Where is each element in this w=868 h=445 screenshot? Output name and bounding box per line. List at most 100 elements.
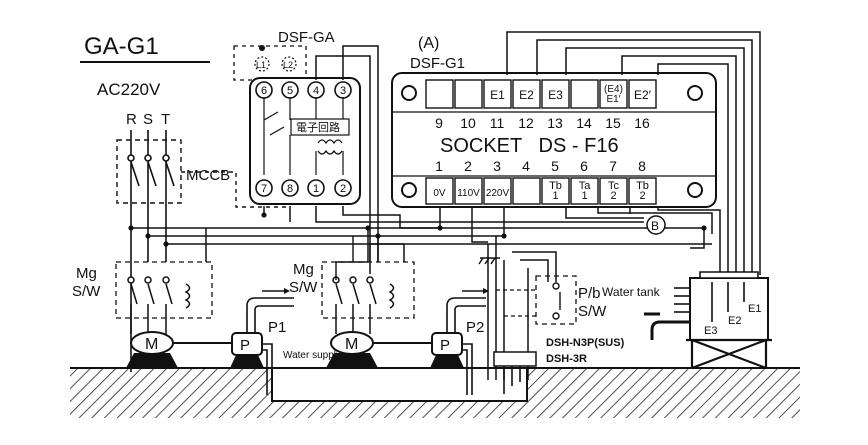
suction-pipe-2	[462, 343, 473, 395]
pb-contact	[552, 282, 561, 320]
controller-label: DSF-G1	[410, 55, 465, 72]
controller-bottom-number: 2	[464, 158, 472, 174]
supply-voltage: AC220V	[97, 80, 161, 99]
controller-top-terminal	[599, 79, 628, 109]
relay-terminal-label: 5	[287, 85, 293, 97]
electrode-e1: E1	[748, 303, 761, 315]
relay-label: DSF-GA	[278, 29, 335, 46]
socket-text: SOCKET DS - F16	[440, 135, 619, 157]
controller-top-terminal	[512, 79, 541, 109]
well-pit	[272, 369, 527, 401]
relay-terminal-7	[255, 179, 273, 197]
controller-bottom-terminal	[541, 177, 570, 205]
relay-circuit-text: 電子回路	[296, 121, 340, 134]
motor-1-letter: M	[145, 336, 158, 353]
mccb-link	[181, 171, 290, 208]
pump-2-arrowhead	[483, 288, 489, 294]
controller-top-terminal	[483, 79, 512, 109]
controller-top-terminal-label: (E4)E1′	[604, 84, 623, 105]
controller-top-number: 12	[518, 115, 534, 131]
controller-bottom-number: 8	[638, 158, 646, 174]
relay-terminal-label: 7	[261, 183, 267, 195]
relay-terminal-label: 2	[340, 183, 346, 195]
pump-2-letter: P	[440, 337, 450, 354]
junction-b-label: B	[651, 219, 659, 233]
controller-top-terminal-label: E2	[519, 88, 534, 102]
controller-bottom-number: 4	[522, 158, 530, 174]
controller-top-number: 16	[634, 115, 650, 131]
relay-lamp-2-label: L2	[283, 60, 293, 70]
mg1-contacts	[127, 276, 191, 334]
phase-t: T	[161, 111, 170, 128]
relay-terminal-label: 1	[313, 183, 319, 195]
controller-bottom-terminal	[454, 177, 483, 205]
control-wiring	[131, 31, 761, 380]
controller-bottom-terminal-label: 220V	[486, 188, 510, 199]
suction-pipe-1	[262, 343, 273, 395]
electrode-holder	[493, 351, 537, 367]
pump-2-pipe	[446, 297, 486, 333]
controller-bottom-number: 7	[609, 158, 617, 174]
water-tank-label: Water tank	[602, 285, 661, 299]
relay-terminal-2	[334, 179, 352, 197]
tank-ridges	[674, 287, 690, 313]
relay-terminal-1	[307, 179, 325, 197]
relay-terminal-label: 3	[340, 85, 346, 97]
motor-1-base	[126, 353, 178, 368]
relay-body	[249, 77, 361, 205]
mccb-label: MCCB	[186, 167, 230, 184]
controller-top-number: 11	[490, 115, 505, 131]
tank-stand	[686, 338, 772, 370]
title: GA-G1	[84, 33, 159, 60]
controller-top-number: 9	[435, 115, 443, 131]
electrode-e3: E3	[704, 325, 717, 337]
earth-symbol	[478, 257, 500, 265]
controller-top-number: 15	[605, 115, 621, 131]
relay-junction	[259, 45, 265, 51]
relay-circuit-box	[290, 118, 350, 136]
relay-lamp-1-label: L1	[256, 60, 266, 70]
controller-bottom-number: 3	[493, 158, 501, 174]
water-supply-label: Water supply	[283, 350, 341, 361]
controller-top-terminal	[570, 79, 599, 109]
bus-junctions	[128, 212, 707, 247]
pump-2-label: P2	[466, 319, 484, 336]
controller-top-number: 10	[460, 115, 476, 131]
controller-top-terminal-label: E1	[490, 88, 505, 102]
motor-2-letter: M	[345, 336, 358, 353]
controller-top-terminal	[541, 79, 570, 109]
pump-1-pipe	[246, 297, 294, 333]
tank-lid	[699, 271, 759, 279]
relay-internal-wiring	[263, 97, 344, 175]
tank-faucet	[644, 312, 690, 340]
mccb-box	[116, 139, 182, 204]
controller-bottom-terminal	[425, 177, 454, 205]
tank-electrodes	[711, 282, 745, 322]
electrode-rods	[503, 366, 521, 394]
controller-top-number: 13	[547, 115, 563, 131]
pump-1-base	[230, 355, 264, 368]
phase-r: R	[126, 111, 137, 128]
pump-1-arrowhead	[284, 288, 290, 294]
controller-bottom-terminal	[483, 177, 512, 205]
controller-bottom-terminal-label: 110V	[457, 188, 480, 199]
controller-top-terminal	[628, 79, 657, 109]
mccb-switches	[127, 154, 175, 187]
controller-bottom-terminal	[512, 177, 541, 205]
mg1-box	[115, 261, 213, 319]
pump-1-pipe-inner	[254, 305, 294, 333]
pump-2-pipe-inner	[454, 305, 486, 333]
pb-box	[535, 275, 577, 325]
controller-bottom-number: 5	[551, 158, 559, 174]
model-1: DSH-N3P(SUS)	[546, 337, 625, 349]
phase-s: S	[143, 111, 153, 128]
